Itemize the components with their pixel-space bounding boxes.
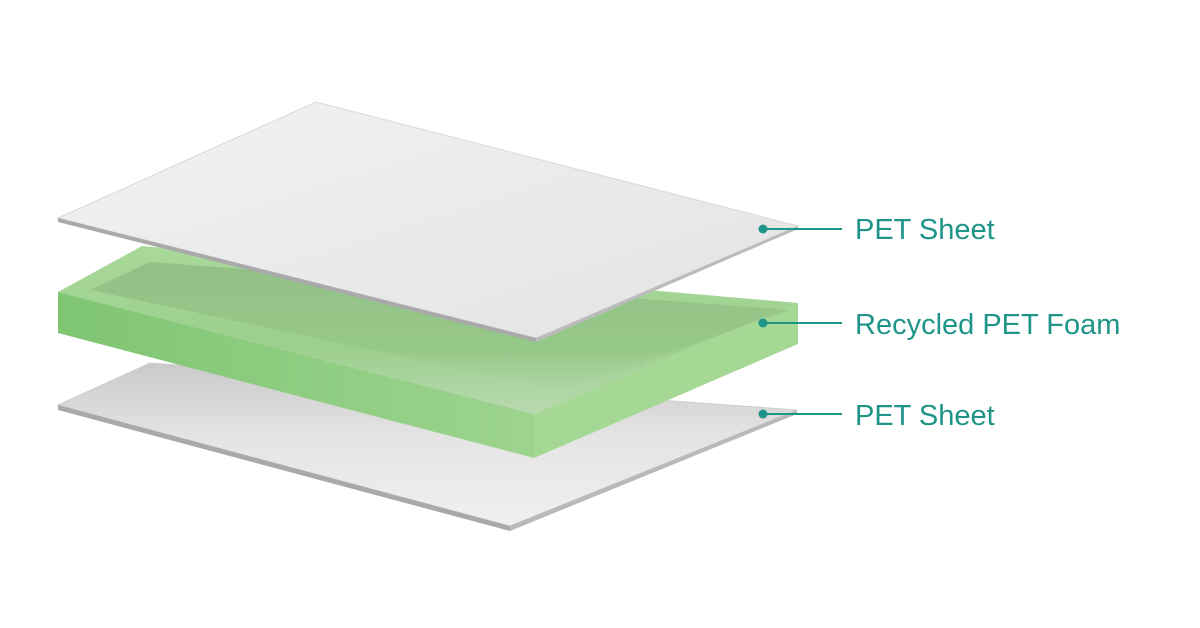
bottom-sheet-side-edge — [510, 410, 797, 531]
callout-top-sheet: PET Sheet — [758, 214, 995, 246]
foam-side-face — [534, 303, 798, 458]
foam-shadow — [90, 262, 790, 390]
top-sheet-edge — [58, 218, 536, 342]
top-pet-sheet — [56, 101, 800, 342]
label-recycled-pet-foam: Recycled PET Foam — [855, 309, 1120, 341]
top-sheet-side-edge — [536, 226, 798, 342]
callout-foam-core: Recycled PET Foam — [758, 309, 1120, 341]
foam-front-face — [58, 292, 534, 458]
label-top-pet-sheet: PET Sheet — [855, 214, 995, 246]
callout-bottom-sheet: PET Sheet — [758, 400, 995, 432]
label-bottom-pet-sheet: PET Sheet — [855, 400, 995, 432]
bottom-sheet-edge — [58, 405, 510, 531]
